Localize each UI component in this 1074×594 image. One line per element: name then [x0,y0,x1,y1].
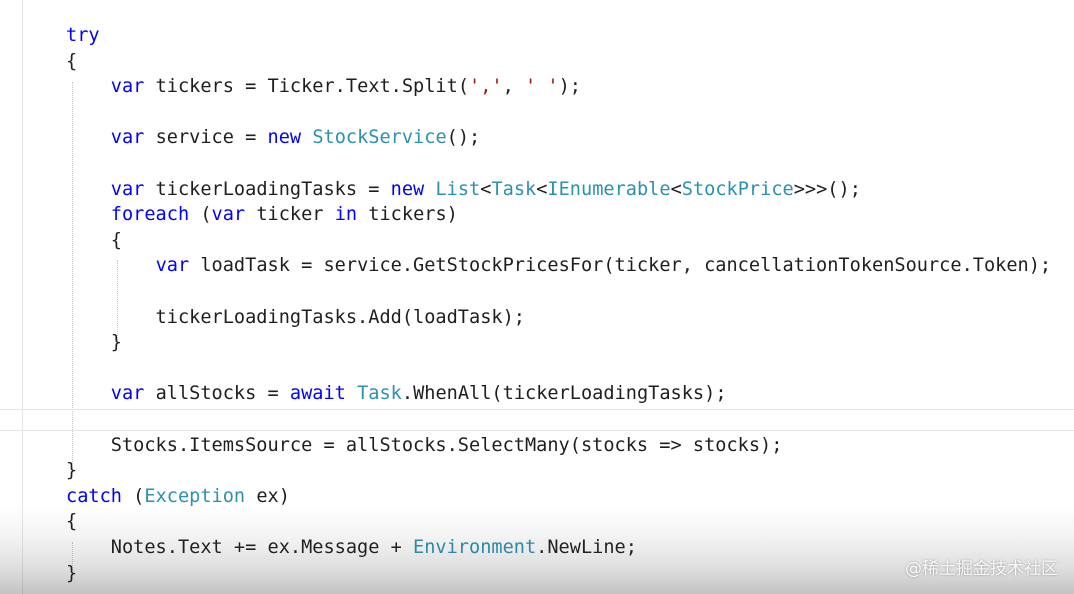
code-token: ex) [245,485,290,507]
code-token [66,383,111,404]
indent-guide [72,542,73,570]
code-token: ( [189,204,212,226]
code-token: .WhenAll(tickerLoadingTasks); [401,383,727,405]
code-token [424,179,435,200]
code-token: { [66,50,78,72]
code-token: ); [558,76,581,98]
code-line: var loadTask = service.GetStockPricesFor… [66,253,1052,279]
indent-guide [117,260,118,340]
code-line: var tickerLoadingTasks = new List<Task<I… [66,177,861,203]
code-token: in [334,204,358,226]
code-token: Notes.Text += ex.Message + [66,537,414,558]
code-line: { [66,49,77,75]
code-token: await [289,383,346,405]
code-token: .NewLine; [536,537,637,558]
code-token: >>>(); [793,178,861,200]
code-line: var allStocks = await Task.WhenAll(ticke… [66,381,727,407]
code-token: Exception [144,485,246,507]
code-line: { [66,509,77,535]
code-token: { [66,229,122,251]
code-token: ( [121,485,145,507]
code-token [66,204,111,225]
code-line: foreach (var ticker in tickers) [66,202,458,228]
watermark-text: @稀土掘金技术社区 [905,559,1058,579]
code-token: tickerLoadingTasks = [144,178,391,200]
code-token: var [110,178,145,200]
code-token: } [66,460,78,482]
code-line: catch (Exception ex) [66,484,290,510]
code-token: < [480,178,492,200]
code-token: new [267,127,302,149]
current-line-highlight [0,409,1074,431]
code-token: service = [144,127,268,149]
code-line: } [66,330,122,356]
code-token: catch [66,485,122,507]
code-token: Environment [413,537,537,558]
indent-guide [72,82,73,464]
code-token: new [390,178,425,200]
code-token: allStocks = [144,383,290,405]
code-token: var [211,204,246,226]
code-token [66,76,111,97]
code-token: IEnumerable [547,178,671,200]
code-token: tickers) [357,204,458,226]
code-token: < [536,178,548,200]
code-token [301,127,312,148]
code-token: tickers = Ticker.Text.Split( [144,76,470,98]
code-line: tickerLoadingTasks.Add(loadTask); [66,305,525,331]
code-token: ',' [469,76,503,98]
code-line: { [66,228,122,254]
code-token: foreach [110,204,190,226]
code-token: (); [446,127,481,149]
code-token: var [110,76,145,98]
code-token: try [66,25,100,46]
code-token: } [66,332,122,354]
code-line: var tickers = Ticker.Text.Split(',', ' '… [66,74,581,100]
code-token: var [155,255,190,277]
code-token: Stocks.ItemsSource = allStocks.SelectMan… [66,434,783,456]
code-token: StockService [312,127,447,149]
code-token: var [110,127,145,149]
code-token: tickerLoadingTasks.Add(loadTask); [66,306,525,328]
code-token [66,179,111,200]
code-token: List [435,178,481,200]
code-token: Task [491,178,537,200]
gutter-edge [22,0,23,594]
code-token [66,255,156,276]
code-line: } [66,561,77,587]
code-token: var [110,383,145,405]
code-token: , [502,76,525,98]
code-token: } [66,562,78,584]
code-token: ticker [245,204,335,226]
code-line: var service = new StockService(); [66,125,480,151]
code-token: ' ' [525,76,559,98]
code-line: Notes.Text += ex.Message + Environment.N… [66,535,637,561]
code-line: } [66,458,77,484]
code-line: Stocks.ItemsSource = allStocks.SelectMan… [66,433,783,459]
code-token: StockPrice [681,178,794,200]
code-token: Task [357,383,402,405]
code-line: try [66,23,100,49]
code-token: < [670,178,682,200]
code-token [66,127,111,148]
code-token: { [66,511,78,533]
code-token [346,383,357,404]
code-token: loadTask = service.GetStockPricesFor(tic… [189,255,1052,277]
